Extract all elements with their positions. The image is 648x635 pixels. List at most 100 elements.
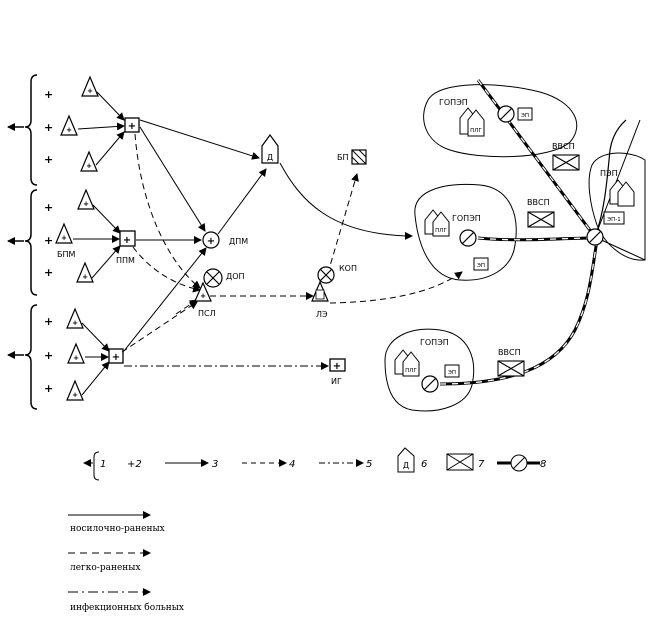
solid-flows (123, 119, 413, 352)
tag: ЭП (448, 370, 456, 376)
plus-sign: + (44, 349, 53, 362)
dpm-node: + (202, 231, 220, 249)
triangle-icon (67, 342, 85, 364)
plus-mark: + (87, 87, 93, 95)
label-pep: ПЭП (600, 169, 618, 178)
triangle-icon (66, 379, 84, 401)
legend-7: 7 (478, 459, 485, 470)
legend-6: 6 (421, 459, 427, 470)
post-square-bot (108, 348, 124, 364)
label-gopep-mid: ГОПЭП (452, 214, 481, 223)
hospital-icons (394, 107, 635, 378)
tag: ПЛГ (470, 128, 482, 134)
triangle-icon (77, 188, 95, 210)
plus-mark: + (86, 162, 92, 170)
label-ig: ИГ (331, 377, 342, 386)
label-vvsp-mid: ВВСП (527, 198, 550, 207)
hospital-icon (402, 351, 420, 377)
triangle-icon (81, 75, 99, 97)
post-square-top (124, 117, 140, 133)
rail-ne (594, 119, 627, 238)
dop-node (203, 268, 223, 288)
zones (384, 84, 646, 412)
caption-infectious: инфекционных больных (70, 602, 184, 613)
plus-mark: + (82, 273, 88, 281)
dashed-flows (121, 133, 463, 353)
car-icon (527, 211, 555, 228)
junctions (421, 105, 604, 393)
circle-slash-icon (586, 228, 604, 246)
label-bp: БП (337, 153, 349, 162)
caption-light: легко-раненых (70, 563, 141, 573)
circle-slash-icon (421, 375, 439, 393)
plus-sign: + (44, 234, 53, 247)
plus-mark: + (123, 235, 131, 246)
plus-sign: + (44, 382, 53, 395)
triangle-icon (66, 307, 84, 329)
label-bpm: БПМ (57, 250, 76, 259)
label-ppm: ППМ (116, 256, 135, 265)
legend-2: +2 (127, 459, 142, 470)
plus-sign: + (44, 315, 53, 328)
plus-sign: + (44, 266, 53, 279)
plus-mark: + (72, 391, 78, 399)
post-plus: + + + + (112, 121, 341, 372)
hospital-icon (617, 181, 635, 207)
plus-mark: + (128, 121, 136, 132)
car-icon (497, 360, 525, 377)
bracket-bot (24, 304, 38, 410)
kop-node (317, 266, 335, 284)
legend-8: 8 (540, 459, 546, 470)
plus-mark: + (333, 361, 341, 372)
tag: ЭП (521, 113, 529, 119)
posts (108, 117, 346, 372)
le-node (311, 280, 329, 302)
label-gopep-bot: ГОПЭП (420, 338, 449, 347)
railways (439, 79, 646, 386)
label-gopep-top: ГОПЭП (439, 98, 468, 107)
psl-node: + (194, 281, 212, 302)
triangle-icon (76, 261, 94, 283)
plus-mark: + (207, 236, 215, 247)
rail-ne2 (594, 119, 641, 238)
tag: ЭП (477, 263, 485, 269)
hospital-icon (467, 109, 485, 137)
triangle-icon (55, 222, 73, 244)
caption-lines (68, 511, 151, 596)
plus-sign: + (44, 88, 53, 101)
d-mark: Д (403, 461, 409, 470)
hospital-icon (517, 107, 533, 121)
plus-mark: + (61, 234, 67, 242)
plus-sign: + (44, 201, 53, 214)
bracket-top (24, 74, 38, 186)
d-node: Д (261, 133, 279, 164)
triangle-marks: + + + + + + + + + (61, 87, 93, 399)
d-mark: Д (267, 153, 273, 162)
tag: ПЛГ (405, 368, 417, 374)
hospital-icon (603, 211, 625, 225)
brackets (7, 74, 38, 410)
legend-numbers: 1 +2 3 4 5 6 7 8 Д (100, 459, 546, 470)
zone-bot (384, 328, 475, 412)
legend-1: 1 (100, 459, 106, 470)
triangle-units (55, 75, 99, 401)
plus-mark: + (200, 292, 206, 300)
caption-stretcher: носилочно-раненых (70, 524, 165, 534)
legend-4: 4 (289, 459, 295, 470)
label-kop: КОП (339, 264, 357, 273)
zone-pep (588, 152, 646, 261)
plus-mark: + (73, 354, 79, 362)
post-square-ig (329, 358, 346, 372)
label-le: ЛЭ (316, 310, 328, 319)
circle-slash-icon (459, 229, 477, 247)
post-square-ppm (119, 230, 136, 247)
triangle-icon (80, 150, 98, 172)
bracket-mid (24, 189, 38, 296)
label-dpm: ДПМ (229, 237, 248, 246)
plus-mark: + (83, 200, 89, 208)
bp-node (351, 149, 367, 165)
feed-arrows (73, 91, 125, 396)
legend-5: 5 (366, 459, 372, 470)
tag: ПЛГ (435, 228, 447, 234)
